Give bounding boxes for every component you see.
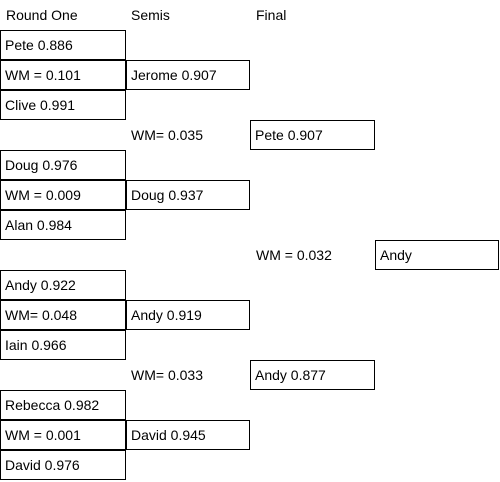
round-one-entry-alan: Alan 0.984 xyxy=(0,210,126,240)
header-semis: Semis xyxy=(131,7,170,23)
semis-entry-david: David 0.945 xyxy=(126,420,250,450)
final-entry-pete: Pete 0.907 xyxy=(250,120,375,150)
round-one-entry-pete: Pete 0.886 xyxy=(0,30,126,60)
semis-entry-andy: Andy 0.919 xyxy=(126,300,250,330)
semis-wm-bottom: WM= 0.033 xyxy=(131,367,203,383)
round-one-entry-david: David 0.976 xyxy=(0,450,126,480)
semis-entry-jerome: Jerome 0.907 xyxy=(126,60,250,90)
header-final: Final xyxy=(256,7,287,23)
round-one-wm-2: WM = 0.009 xyxy=(0,180,126,210)
round-one-entry-rebecca: Rebecca 0.982 xyxy=(0,390,126,420)
round-one-entry-andy: Andy 0.922 xyxy=(0,270,126,300)
final-wm: WM = 0.032 xyxy=(256,247,332,263)
round-one-entry-clive: Clive 0.991 xyxy=(0,90,126,120)
semis-entry-doug: Doug 0.937 xyxy=(126,180,250,210)
round-one-entry-iain: Iain 0.966 xyxy=(0,330,126,360)
round-one-wm-3: WM= 0.048 xyxy=(0,300,126,330)
round-one-entry-doug: Doug 0.976 xyxy=(0,150,126,180)
round-one-wm-4: WM = 0.001 xyxy=(0,420,126,450)
semis-wm-top: WM= 0.035 xyxy=(131,127,203,143)
header-round-one: Round One xyxy=(6,7,78,23)
round-one-wm-1: WM = 0.101 xyxy=(0,60,126,90)
final-entry-andy: Andy 0.877 xyxy=(250,360,375,390)
champion-entry: Andy xyxy=(375,240,499,270)
